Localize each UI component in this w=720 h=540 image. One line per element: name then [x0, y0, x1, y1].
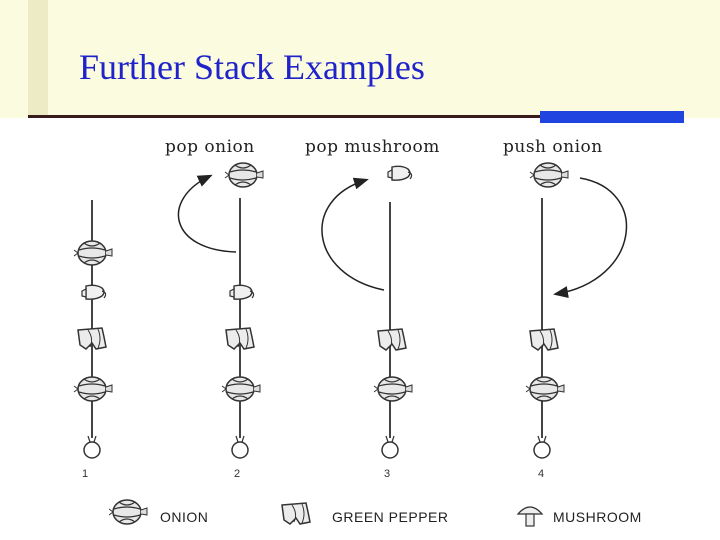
- step-number: 1: [82, 468, 88, 480]
- skewer-base-ring: [84, 436, 100, 458]
- onion-item: [374, 377, 412, 401]
- pop-mushroom-arrow: [322, 180, 384, 290]
- legend-label-onion: ONION: [160, 509, 208, 525]
- pushed-onion-item: [530, 163, 568, 187]
- operation-label-pop-mushroom: pop mushroom: [305, 137, 440, 157]
- stack-1: [74, 200, 112, 458]
- green-pepper-item: [378, 329, 406, 350]
- skewer-base-ring: [534, 436, 550, 458]
- stack-4: [526, 163, 626, 458]
- stack-2: [178, 163, 263, 458]
- skewer-base-ring: [232, 436, 248, 458]
- push-onion-arrow: [556, 178, 626, 294]
- operation-label-push-onion: push onion: [503, 137, 603, 157]
- mushroom-item: [82, 285, 106, 299]
- legend-label-mushroom: MUSHROOM: [553, 509, 642, 525]
- step-number: 2: [234, 468, 240, 480]
- legend-label-green-pepper: GREEN PEPPER: [332, 509, 448, 525]
- stack-3: [322, 166, 412, 458]
- removed-onion-item: [225, 163, 263, 187]
- onion-item: [74, 241, 112, 265]
- onion-item: [222, 377, 260, 401]
- green-pepper-icon: [282, 503, 310, 524]
- onion-item: [526, 377, 564, 401]
- pop-onion-arrow: [178, 176, 236, 252]
- operation-label-pop-onion: pop onion: [165, 137, 255, 157]
- mushroom-icon: [518, 507, 542, 526]
- mushroom-item: [230, 285, 254, 299]
- removed-mushroom-item: [388, 166, 412, 180]
- onion-icon: [109, 500, 147, 524]
- legend: ONION GREEN PEPPER MUSHROOM: [109, 500, 642, 526]
- green-pepper-item: [530, 329, 558, 350]
- skewer-base-ring: [382, 436, 398, 458]
- step-number: 3: [384, 468, 390, 480]
- step-number: 4: [538, 468, 544, 480]
- onion-item: [74, 377, 112, 401]
